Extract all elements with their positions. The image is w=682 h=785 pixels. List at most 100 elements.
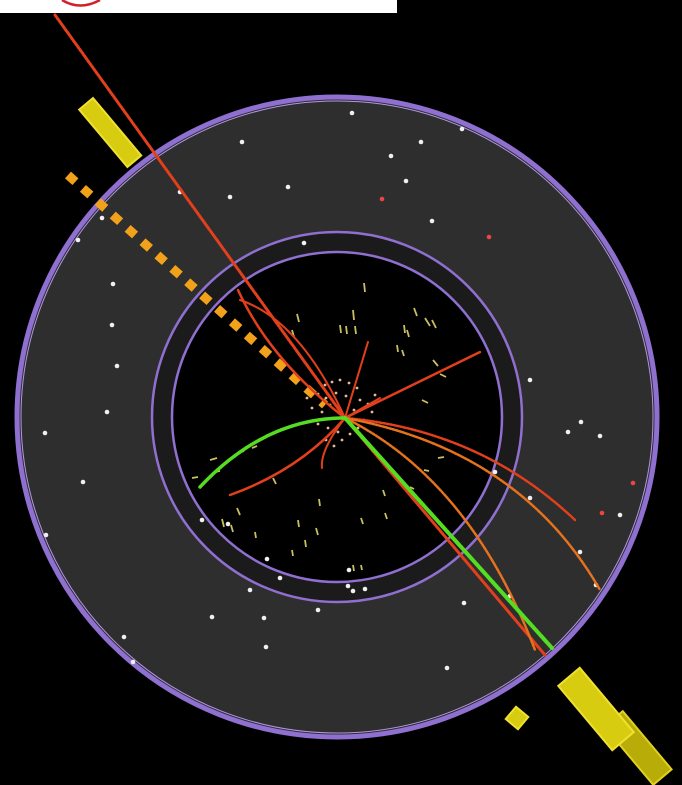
tracker-segment: [363, 282, 366, 293]
vertex-hit: [348, 432, 352, 436]
vertex-hit: [330, 380, 334, 384]
vertex-hit: [305, 396, 309, 400]
calorimeter-hit: [492, 469, 498, 475]
tower-lower-right: [556, 666, 636, 752]
calorimeter-hit: [315, 607, 321, 613]
tracker-segment: [304, 539, 307, 548]
tracker-segment: [424, 317, 431, 327]
calorimeter-hit: [527, 377, 533, 383]
header-strip: [0, 0, 397, 13]
tracker-segment: [354, 325, 357, 335]
vertex-hit: [332, 444, 336, 448]
calorimeter-hit: [263, 644, 269, 650]
track-green-arc: [198, 416, 347, 489]
calorimeter-hit: [110, 281, 116, 287]
tracker-segment: [360, 564, 363, 571]
calorimeter-hit: [444, 665, 450, 671]
vertex-hit: [370, 410, 374, 414]
tower-small: [504, 705, 530, 731]
calorimeter-hit: [114, 363, 120, 369]
vertex-hit: [347, 381, 351, 385]
calorimeter-hit: [346, 567, 352, 573]
tracker-segment: [409, 486, 415, 490]
energy-towers: [77, 96, 674, 785]
tracker-segment: [352, 309, 355, 321]
tracker-segment: [384, 512, 388, 520]
tracker-segment: [352, 564, 355, 572]
track-red-short: [344, 397, 381, 419]
calorimeter-hit: [350, 588, 356, 594]
calorimeter-hit: [461, 600, 467, 606]
tracker-segment: [432, 359, 439, 367]
tracker-segment: [345, 325, 348, 335]
tracks: [53, 13, 602, 657]
vertex-hit: [326, 426, 330, 430]
vertex-hit: [324, 396, 328, 400]
tracker-segment: [191, 476, 199, 479]
calorimeter-hit: [239, 139, 245, 145]
outer-ring-inner-edge: [20, 100, 654, 734]
calorimeter-hit: [429, 218, 435, 224]
missing-energy-line: [64, 171, 329, 409]
tracker-segment: [421, 399, 429, 404]
calorimeter-hit: [578, 419, 584, 425]
vertex-hit: [373, 393, 377, 397]
tracker-segment: [291, 549, 294, 557]
calorimeter-hit: [345, 583, 351, 589]
tracker-segment: [315, 527, 319, 536]
calorimeter-hit: [617, 512, 623, 518]
calorimeter-hit: [459, 126, 465, 132]
calorimeter-hit: [227, 194, 233, 200]
vertex-hit: [320, 410, 324, 414]
tracker-segment: [403, 324, 406, 334]
track-orange-right: [343, 416, 602, 592]
logo-emblem: [61, 0, 101, 7]
calorimeter-hit: [199, 517, 205, 523]
calorimeter-hit: [109, 322, 115, 328]
tracker-segment: [254, 531, 257, 539]
tracker-segment: [413, 307, 418, 317]
calorimeter-hit: [247, 587, 253, 593]
calorimeter-hit: [264, 556, 270, 562]
tracker-segment: [382, 489, 386, 497]
tracker-segment: [209, 457, 218, 461]
calorimeter-hit: [301, 240, 307, 246]
tracker-segment: [406, 329, 410, 338]
tracker-segment: [272, 477, 277, 485]
calorimeter-hit: [599, 510, 605, 516]
tracker-segment: [221, 518, 225, 528]
vertex-hit: [355, 386, 359, 390]
calorimeter-hit: [285, 184, 291, 190]
calorimeter-hit: [130, 659, 136, 665]
tracker-segment: [230, 524, 234, 533]
track-red-arc-upper: [239, 299, 346, 419]
vertex-hit: [310, 406, 314, 410]
calorimeter-hit: [277, 575, 283, 581]
track-red-right: [343, 350, 482, 420]
tracker-segment: [423, 469, 430, 472]
tracker-segment: [318, 498, 321, 507]
tracker-segment: [401, 349, 405, 357]
calorimeter-hit: [527, 495, 533, 501]
vertex-hit: [336, 430, 340, 434]
calorimeter-hit: [261, 615, 267, 621]
vertex-hit: [352, 408, 356, 412]
vertex-hit: [334, 391, 338, 395]
track-red-right-outer: [343, 416, 577, 522]
vertex-hit: [316, 422, 320, 426]
track-green-diagonal: [343, 416, 554, 650]
calorimeter-hit: [43, 532, 49, 538]
track-red-lower-left: [228, 416, 347, 497]
calorimeter-hit: [403, 178, 409, 184]
tracker-segment: [236, 507, 241, 516]
vertex-hit: [358, 398, 362, 402]
calorimeter-hit: [597, 433, 603, 439]
calorimeter-hit: [630, 480, 636, 486]
calorimeter-hit: [225, 521, 231, 527]
calorimeter-hit: [379, 196, 385, 202]
tracker-segment: [437, 456, 445, 459]
tracker-segment: [439, 373, 447, 378]
tracker-segment: [360, 517, 364, 525]
calorimeter-hit: [577, 549, 583, 555]
